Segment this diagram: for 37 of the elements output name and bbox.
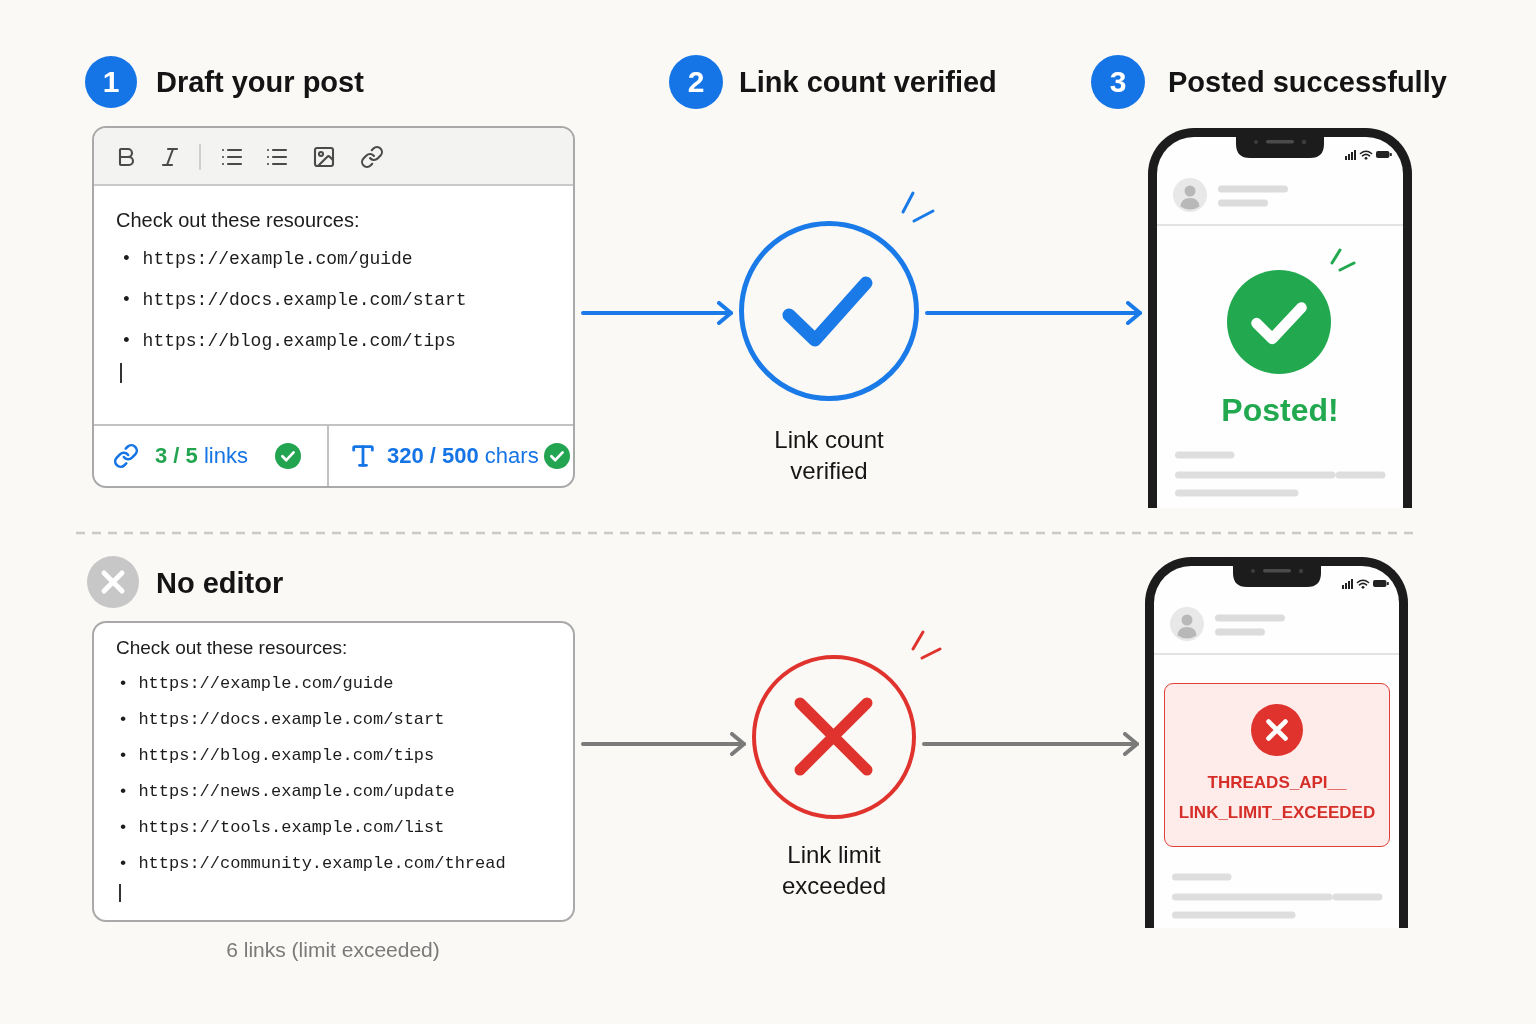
step-number: 1 — [85, 56, 137, 108]
step-heading: No editor — [156, 566, 284, 601]
step-heading: Posted successfully — [1168, 65, 1447, 100]
url-item: • https://example.com/guide — [121, 248, 414, 271]
url-item: • https://example.com/guide — [118, 673, 395, 695]
url-item: • https://news.example.com/update — [118, 781, 456, 803]
counter-text: 3 / 5 links — [155, 442, 248, 470]
step-number: 3 — [1091, 55, 1145, 109]
url-item: • https://community.example.com/thread — [118, 853, 506, 875]
phone-mockup — [1148, 128, 1412, 508]
error-code: THREADS_API__ LINK_LIMIT_EXCEEDED — [1177, 772, 1377, 824]
arrow — [922, 732, 1139, 756]
arrow — [925, 301, 1142, 325]
success-message: Posted! — [1221, 391, 1339, 430]
arrow — [581, 732, 746, 756]
step-heading: Link count verified — [739, 65, 997, 100]
url-item: • https://docs.example.com/start — [121, 289, 467, 312]
link-counter — [94, 424, 329, 486]
url-item: • https://blog.example.com/tips — [118, 745, 436, 767]
url-item: • https://tools.example.com/list — [118, 817, 446, 839]
text-editor — [92, 126, 575, 488]
status-ring — [752, 655, 916, 819]
status-ring — [739, 221, 919, 401]
text-editor — [92, 621, 575, 922]
phone-mockup — [1145, 557, 1408, 928]
url-item: • https://blog.example.com/tips — [121, 330, 457, 353]
post-text: Check out these resources: — [116, 208, 361, 233]
error-panel — [1164, 683, 1390, 847]
arrow — [581, 301, 733, 325]
status-note: 6 links (limit exceeded) — [225, 937, 441, 963]
status-caption: Link limit exceeded — [780, 840, 888, 901]
step-heading: Draft your post — [156, 65, 364, 100]
step-number: 2 — [669, 55, 723, 109]
status-caption: Link count verified — [773, 425, 885, 486]
url-item: • https://docs.example.com/start — [118, 709, 446, 731]
post-text: Check out these resources: — [116, 636, 349, 660]
counter-text: 320 / 500 chars — [387, 442, 539, 470]
